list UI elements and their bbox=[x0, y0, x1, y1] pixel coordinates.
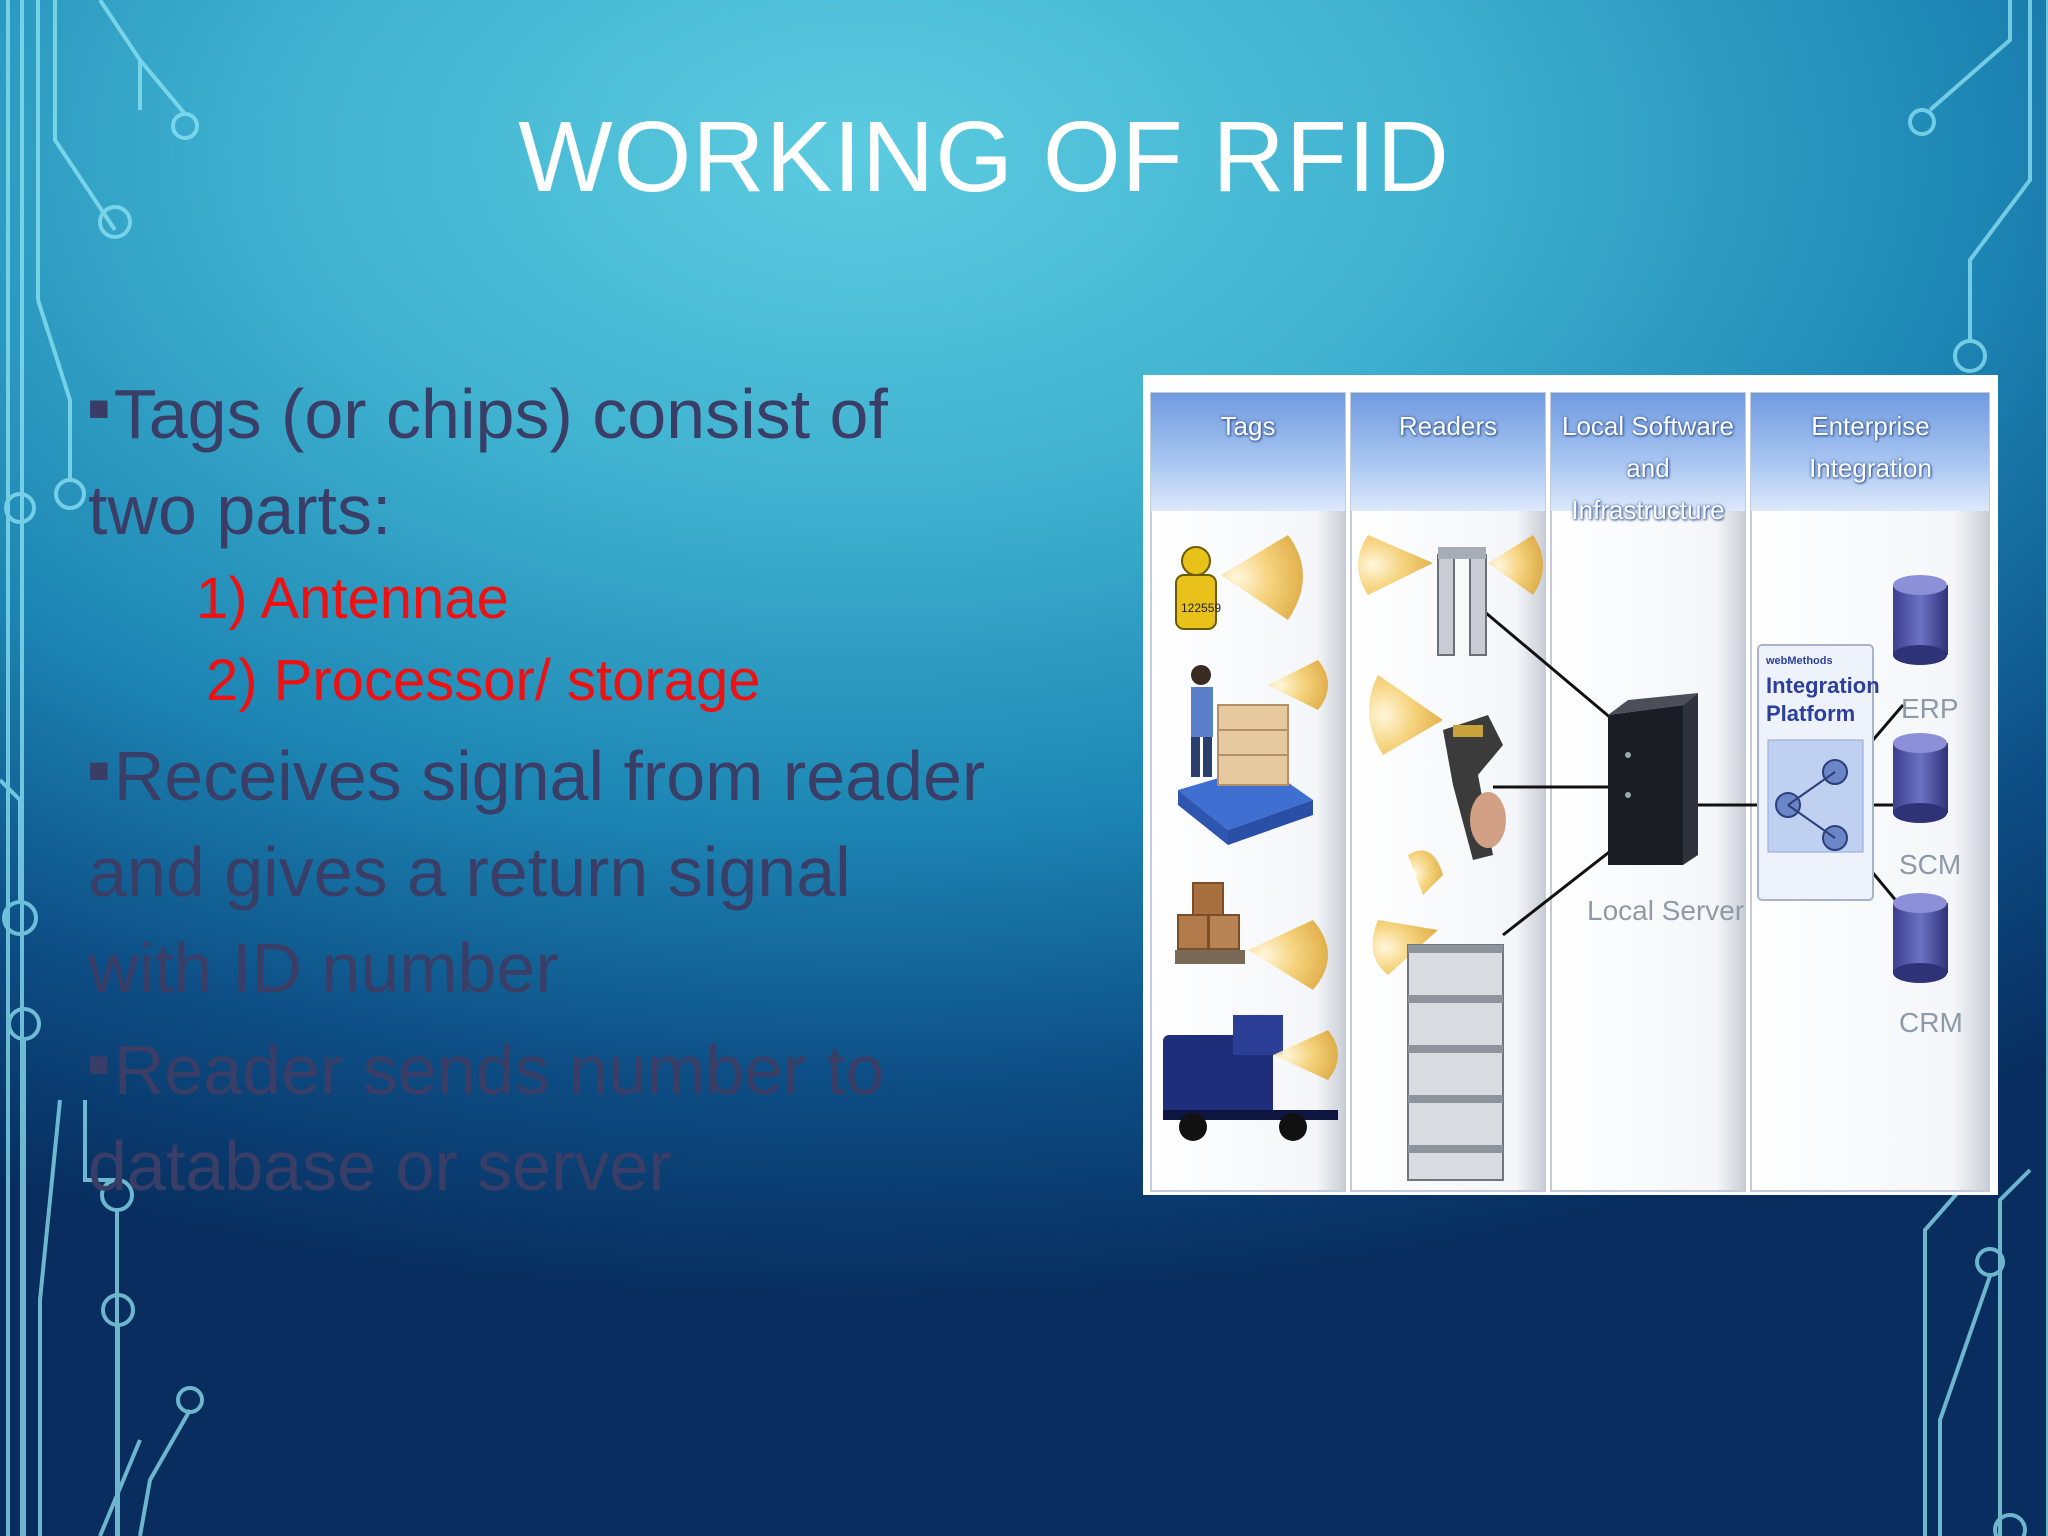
portal-reader-icon bbox=[1437, 547, 1487, 656]
handheld-scanner-icon bbox=[1443, 715, 1506, 860]
scm-label: SCM bbox=[1899, 849, 1962, 880]
header-readers: Readers bbox=[1398, 411, 1498, 441]
bullet-text-tags: Tags (or chips) consist of two parts: bbox=[88, 375, 888, 549]
shelf-reader-icon bbox=[1407, 944, 1504, 1181]
crm-label: CRM bbox=[1899, 1007, 1963, 1038]
scm-database-icon bbox=[1893, 733, 1948, 823]
signal-wave-icon bbox=[1221, 535, 1303, 620]
tag-number: 122559 bbox=[1181, 601, 1221, 615]
erp-label: ERP bbox=[1901, 693, 1959, 724]
header-local-software: Local Software and Infrastructure bbox=[1562, 411, 1734, 525]
signal-wave-icon bbox=[1369, 675, 1443, 755]
header-enterprise: Enterprise Integration bbox=[1809, 411, 1932, 483]
signal-wave-icon bbox=[1268, 660, 1328, 710]
bullet-text-receives: Receives signal from reader and gives a … bbox=[88, 737, 986, 1007]
bullet-square-icon: ■ bbox=[88, 387, 110, 428]
crm-database-icon bbox=[1893, 893, 1948, 983]
bullet-list: ■Tags (or chips) consist of two parts: 1… bbox=[88, 360, 988, 1214]
truck-icon bbox=[1163, 1015, 1338, 1141]
worker-pallet-icon bbox=[1178, 665, 1313, 845]
signal-wave-icon bbox=[1488, 535, 1543, 595]
column-local bbox=[1550, 392, 1746, 1192]
local-server-icon bbox=[1608, 693, 1698, 865]
signal-wave-icon bbox=[1248, 920, 1328, 990]
header-tags: Tags bbox=[1220, 411, 1276, 441]
bullet-item: ■Receives signal from reader and gives a… bbox=[88, 722, 988, 1016]
boxes-icon bbox=[1175, 882, 1245, 964]
bullet-item: ■Tags (or chips) consist of two parts: bbox=[88, 360, 988, 558]
local-server-label: Local Server bbox=[1587, 895, 1745, 926]
bullet-text-reader: Reader sends number to database or serve… bbox=[88, 1031, 885, 1205]
signal-wave-icon bbox=[1273, 1030, 1338, 1080]
bullet-square-icon: ■ bbox=[88, 1043, 110, 1084]
integration-platform-label: Integration Platform bbox=[1766, 673, 1880, 726]
signal-wave-icon bbox=[1372, 920, 1438, 975]
rfid-architecture-diagram: 122559 bbox=[1143, 375, 1998, 1195]
signal-wave-icon bbox=[1408, 850, 1443, 895]
sub-item-antennae: 1) Antennae bbox=[196, 566, 509, 631]
signal-wave-icon bbox=[1358, 535, 1433, 595]
erp-database-icon bbox=[1893, 575, 1948, 665]
platform-vendor-label: webMethods bbox=[1766, 655, 1833, 667]
tag-ear-icon: 122559 bbox=[1175, 546, 1221, 630]
bullet-square-icon: ■ bbox=[88, 749, 110, 790]
sub-item-processor: 2) Processor/ storage bbox=[206, 648, 761, 713]
slide-title: WORKING OF RFID bbox=[518, 101, 1450, 213]
diagram-drawing: 122559 bbox=[1150, 392, 1990, 1192]
bullet-item: ■Reader sends number to database or serv… bbox=[88, 1016, 988, 1214]
